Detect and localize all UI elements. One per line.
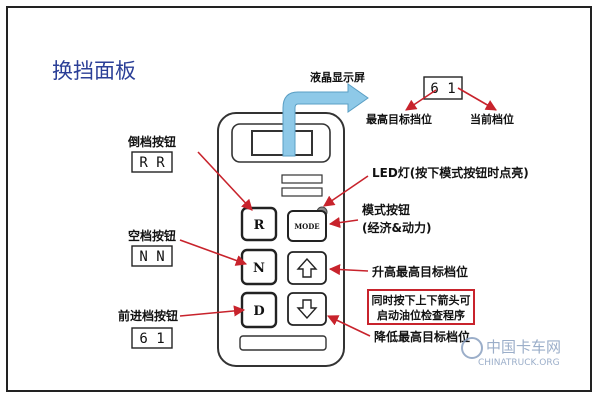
key-r-label: R <box>254 218 265 233</box>
oil-check-note: 同时按下上下箭头可 启动油位检查程序 <box>367 289 475 325</box>
top-gear-display-value: 6 1 <box>430 81 455 97</box>
neutral-display-value: N N <box>139 249 164 265</box>
lcd-label: 液晶显示屏 <box>310 70 365 84</box>
key-n-label: N <box>253 261 265 276</box>
key-r[interactable]: R <box>240 206 278 242</box>
down-button[interactable] <box>287 292 327 326</box>
current-gear-label: 当前档位 <box>470 112 514 126</box>
reverse-display-value: R R <box>139 155 165 171</box>
arrow-to-up <box>328 263 369 276</box>
mode-button-caption: 模式按钮 <box>362 202 410 217</box>
top-gear-display: 6 1 <box>423 76 463 100</box>
lower-max-label: 降低最高目标档位 <box>374 329 470 344</box>
lcd-pointer-arrow <box>282 83 369 157</box>
watermark-logo-icon <box>461 337 483 359</box>
down-arrow-icon <box>296 299 318 320</box>
drive-display: 6 1 <box>131 327 173 349</box>
arrow-to-current-gear <box>457 87 497 111</box>
reverse-display: R R <box>131 151 173 173</box>
key-n[interactable]: N <box>240 248 278 286</box>
mode-button[interactable]: MODE <box>287 210 327 242</box>
reverse-button-label: 倒档按钮 <box>127 134 176 149</box>
arrow-to-led <box>323 175 369 207</box>
max-gear-label: 最高目标挡位 <box>366 112 432 126</box>
mode-types-caption: (经济&动力) <box>362 220 431 235</box>
arrow-to-key-n <box>179 239 248 266</box>
arrow-to-key-d <box>179 305 246 317</box>
panel-slot-1 <box>281 174 323 184</box>
arrow-to-down <box>326 315 371 337</box>
up-arrow-icon <box>296 257 318 278</box>
drive-button-label: 前进档按钮 <box>118 308 178 323</box>
panel-bottom-strip <box>239 335 327 351</box>
note-line-1: 同时按下上下箭头可 <box>372 293 471 307</box>
note-line-2: 启动油位检查程序 <box>377 308 465 322</box>
mode-button-label: MODE <box>294 222 319 231</box>
watermark: 中国卡车网 CHINATRUCK.ORG <box>461 337 561 368</box>
neutral-button-label: 空档按钮 <box>128 228 176 243</box>
page-title: 换挡面板 <box>52 59 136 83</box>
arrow-to-max-gear <box>405 89 437 111</box>
up-button[interactable] <box>287 251 327 285</box>
watermark-url: CHINATRUCK.ORG <box>478 358 560 368</box>
raise-max-label: 升高最高目标档位 <box>372 264 468 279</box>
lcd-screen <box>251 130 313 156</box>
key-d[interactable]: D <box>240 291 278 329</box>
watermark-brand: 中国卡车网 <box>486 338 561 356</box>
panel-slot-2 <box>281 187 323 197</box>
led-label: LED灯(按下模式按钮时点亮) <box>372 165 529 180</box>
arrow-to-key-r <box>197 151 253 211</box>
drive-display-value: 6 1 <box>139 331 164 347</box>
key-d-label: D <box>253 304 264 319</box>
neutral-display: N N <box>131 245 173 267</box>
arrow-to-mode <box>328 217 359 229</box>
